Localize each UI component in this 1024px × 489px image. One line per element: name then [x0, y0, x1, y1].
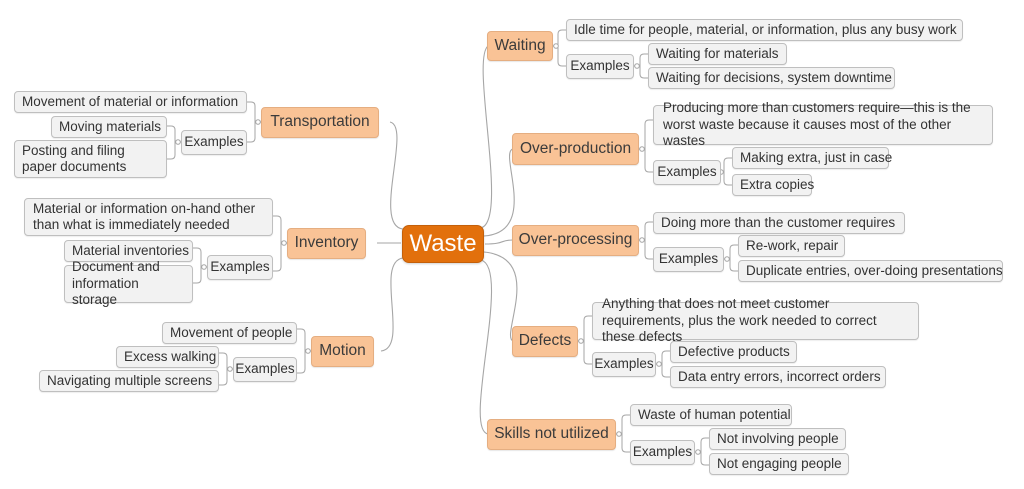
definition-text: Producing more than customers require—th… [663, 100, 971, 149]
category-node-over-production[interactable]: Over-production [512, 133, 639, 165]
definition-node-over-production[interactable]: Producing more than customers require—th… [653, 100, 993, 148]
example-text: Document and information storage [72, 259, 160, 308]
example-item[interactable]: Material inventories [64, 240, 193, 262]
examples-node-skills-not-utilized[interactable]: Examples [630, 440, 695, 465]
definition-node-over-processing[interactable]: Doing more than the customer requires [653, 212, 905, 234]
definition-node-skills-not-utilized[interactable]: Waste of human potential [630, 404, 792, 426]
category-label: Inventory [294, 234, 359, 252]
example-text: Data entry errors, incorrect orders [678, 368, 881, 384]
definition-text: Anything that does not meet customer req… [602, 296, 877, 345]
example-item[interactable]: Excess walking [116, 346, 219, 368]
example-text: Defective products [678, 343, 790, 359]
examples-label: Examples [184, 134, 244, 150]
definition-node-motion[interactable]: Movement of people [162, 322, 297, 344]
example-item[interactable]: Not engaging people [709, 453, 849, 475]
category-label: Skills not utilized [494, 425, 609, 443]
category-label: Waiting [494, 36, 546, 54]
example-item[interactable]: Duplicate entries, over-doing presentati… [738, 260, 1003, 282]
examples-node-over-processing[interactable]: Examples [653, 247, 724, 272]
definition-text: Idle time for people, material, or infor… [574, 21, 957, 37]
example-text: Extra copies [740, 176, 815, 192]
examples-node-defects[interactable]: Examples [592, 352, 656, 377]
example-item[interactable]: Not involving people [709, 428, 846, 450]
example-item[interactable]: Navigating multiple screens [39, 370, 219, 392]
example-item[interactable]: Re-work, repair [738, 235, 845, 257]
category-node-inventory[interactable]: Inventory [287, 228, 366, 259]
definition-text: Waste of human potential [638, 406, 791, 422]
examples-node-transportation[interactable]: Examples [181, 130, 247, 155]
example-item[interactable]: Waiting for decisions, system downtime [648, 67, 895, 89]
definition-text: Doing more than the customer requires [661, 214, 896, 230]
definition-node-defects[interactable]: Anything that does not meet customer req… [592, 296, 919, 344]
category-node-waiting[interactable]: Waiting [487, 31, 553, 61]
example-item[interactable]: Moving materials [51, 116, 167, 138]
category-node-over-processing[interactable]: Over-processing [512, 225, 639, 256]
example-item[interactable]: Defective products [670, 341, 797, 363]
definition-node-transportation[interactable]: Movement of material or information [14, 91, 247, 113]
example-item[interactable]: Data entry errors, incorrect orders [670, 366, 886, 388]
examples-label: Examples [570, 58, 630, 74]
examples-node-motion[interactable]: Examples [233, 357, 297, 382]
example-text: Moving materials [59, 118, 162, 134]
example-text: Not engaging people [717, 455, 842, 471]
root-node-waste[interactable]: Waste [402, 225, 484, 263]
example-text: Navigating multiple screens [47, 372, 213, 388]
category-label: Over-production [519, 139, 632, 157]
example-text: Duplicate entries, over-doing presentati… [746, 262, 1003, 278]
example-text: Not involving people [717, 430, 839, 446]
example-text: Posting and filing paper documents [22, 142, 127, 174]
example-item[interactable]: Document and information storage [64, 259, 193, 307]
category-node-transportation[interactable]: Transportation [261, 107, 379, 138]
category-node-defects[interactable]: Defects [512, 326, 578, 357]
example-text: Making extra, just in case [740, 149, 893, 165]
examples-label: Examples [658, 251, 719, 267]
category-label: Motion [319, 342, 366, 360]
example-text: Waiting for decisions, system downtime [656, 69, 892, 85]
example-item[interactable]: Posting and filing paper documents [14, 140, 167, 178]
examples-node-waiting[interactable]: Examples [566, 54, 634, 79]
definition-text: Material or information on-hand other th… [33, 200, 256, 232]
example-text: Re-work, repair [746, 237, 839, 253]
examples-node-over-production[interactable]: Examples [653, 160, 721, 185]
definition-text: Movement of material or information [22, 93, 239, 109]
examples-label: Examples [657, 164, 717, 180]
example-text: Excess walking [124, 348, 217, 364]
definition-node-inventory[interactable]: Material or information on-hand other th… [24, 198, 273, 236]
definition-text: Movement of people [170, 324, 293, 340]
category-label: Over-processing [518, 231, 633, 249]
example-text: Material inventories [72, 242, 190, 258]
examples-node-inventory[interactable]: Examples [207, 255, 273, 280]
examples-label: Examples [210, 259, 270, 275]
category-label: Transportation [270, 113, 370, 131]
category-node-skills-not-utilized[interactable]: Skills not utilized [487, 419, 616, 450]
category-label: Defects [518, 332, 572, 350]
examples-label: Examples [594, 356, 654, 372]
example-item[interactable]: Waiting for materials [648, 43, 787, 65]
category-node-motion[interactable]: Motion [311, 336, 374, 367]
examples-label: Examples [632, 444, 693, 460]
root-label: Waste [409, 230, 477, 258]
example-item[interactable]: Making extra, just in case [732, 147, 893, 169]
examples-label: Examples [235, 361, 295, 377]
example-text: Waiting for materials [656, 45, 779, 61]
example-item[interactable]: Extra copies [732, 174, 815, 196]
definition-node-waiting[interactable]: Idle time for people, material, or infor… [566, 19, 963, 41]
